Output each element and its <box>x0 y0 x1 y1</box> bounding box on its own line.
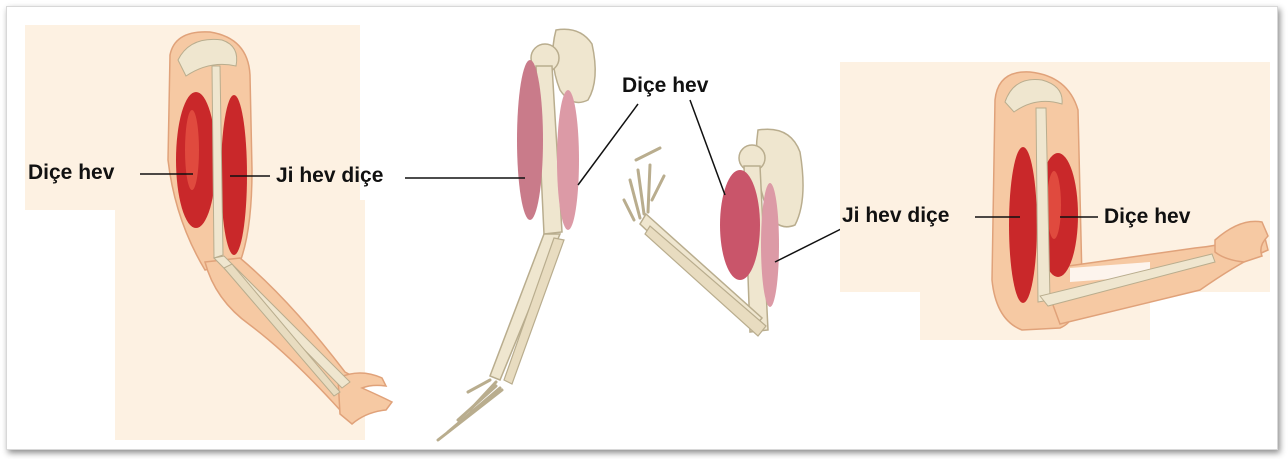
arm-figure-extended <box>25 25 392 440</box>
label-fig1-relaxed: Ji hev diçe <box>276 165 383 186</box>
triceps-muscle <box>1009 147 1037 303</box>
label-fig1-contracted: Diçe hev <box>28 162 114 183</box>
label-fig3-relaxed: Ji hev diçe <box>842 205 949 226</box>
biceps-muscle <box>720 170 760 280</box>
label-fig4-contracted: Diçe hev <box>1104 206 1190 227</box>
hand-bones <box>624 148 664 220</box>
label-fig2-contracted: Diçe hev <box>622 75 708 96</box>
shoulder-blade <box>553 29 595 102</box>
hand-bones <box>438 380 502 440</box>
leader-line <box>690 100 725 195</box>
triceps-muscle <box>221 95 247 255</box>
skeleton-arm-bent <box>624 100 855 336</box>
arm-figure-bent <box>840 62 1270 340</box>
triceps-muscle <box>557 90 579 230</box>
triceps-muscle <box>761 183 779 307</box>
leader-line <box>578 104 638 185</box>
skeleton-arm-extended <box>405 29 638 440</box>
biceps-muscle <box>517 60 543 220</box>
